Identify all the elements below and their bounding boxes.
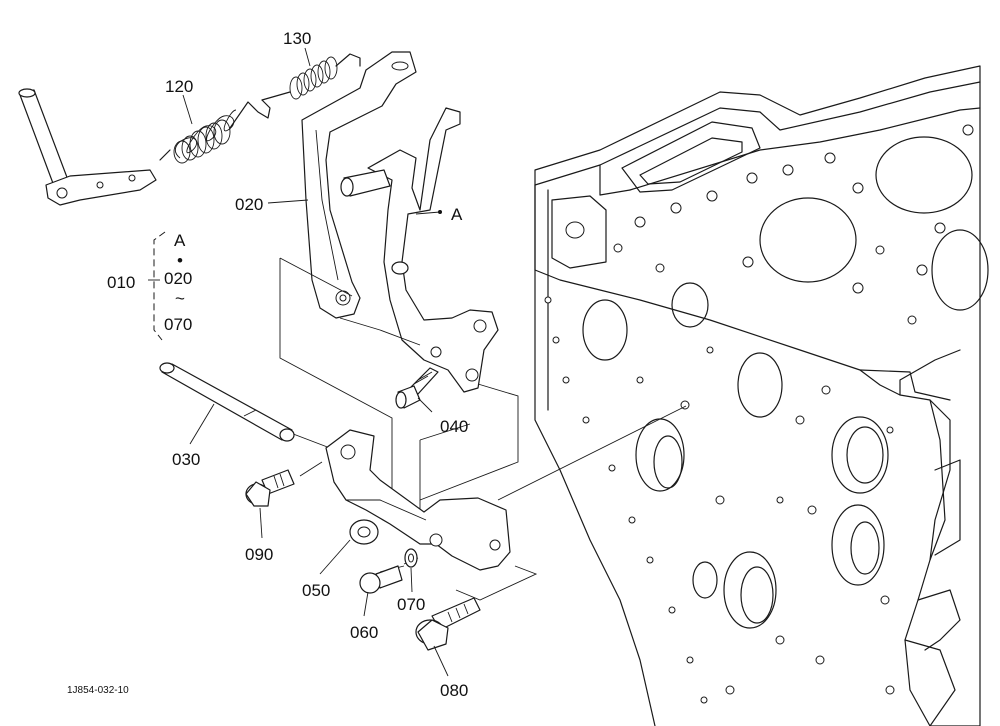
- label-120: 120: [165, 77, 193, 96]
- spring-130: [261, 53, 361, 101]
- reference-code: 1J854-032-10: [67, 685, 129, 696]
- assembly-guide-lines: [279, 257, 687, 601]
- label-040: 040: [440, 417, 468, 436]
- part-number-labels: 130 120 020 A 010 A • 020 ~ 070 040 030 …: [67, 29, 468, 700]
- label-090: 090: [245, 545, 273, 564]
- group-010-top: A: [174, 231, 186, 250]
- group-010-from: 020: [164, 269, 192, 288]
- washer-070: [404, 548, 418, 568]
- label-060: 060: [350, 623, 378, 642]
- label-010: 010: [107, 273, 135, 292]
- bolt-090: [245, 469, 295, 507]
- group-010-dot: •: [177, 251, 183, 270]
- shaft-030: [159, 362, 295, 442]
- bolt-040: [395, 367, 439, 409]
- label-080: 080: [440, 681, 468, 700]
- bracket-050: [325, 429, 511, 571]
- label-050: 050: [302, 581, 330, 600]
- group-010-tilde: ~: [175, 289, 185, 308]
- lever-020: [301, 51, 417, 319]
- bolt-080: [415, 597, 481, 651]
- fork-lever-a: [340, 107, 499, 393]
- callout-a: A: [451, 205, 463, 224]
- label-130: 130: [283, 29, 311, 48]
- label-030: 030: [172, 450, 200, 469]
- engine-block-bolt-holes: [544, 124, 974, 704]
- label-070: 070: [397, 595, 425, 614]
- group-010-to: 070: [164, 315, 192, 334]
- label-020: 020: [235, 195, 263, 214]
- throttle-lever-assembly: [18, 88, 157, 206]
- spring-120: [159, 99, 271, 164]
- group-bracket-010: [153, 231, 166, 341]
- leader-lines: [148, 47, 449, 677]
- bolt-060: [359, 565, 403, 594]
- engine-block: [534, 65, 989, 726]
